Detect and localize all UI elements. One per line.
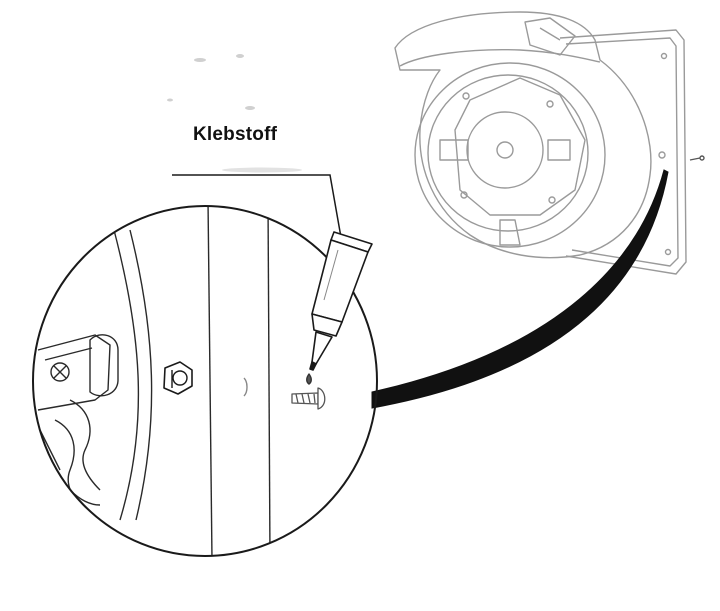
glue-tube-icon	[309, 231, 373, 371]
zoom-connector	[371, 169, 669, 409]
callout-label-klebstoff: Klebstoff	[193, 124, 278, 145]
fan-housing-icon	[394, 11, 705, 275]
screw-icon	[291, 387, 326, 410]
zoom-detail-circle	[32, 205, 378, 557]
hex-nut-icon	[163, 361, 193, 395]
faint-marks	[167, 54, 302, 173]
callout-leader-line	[172, 174, 343, 244]
